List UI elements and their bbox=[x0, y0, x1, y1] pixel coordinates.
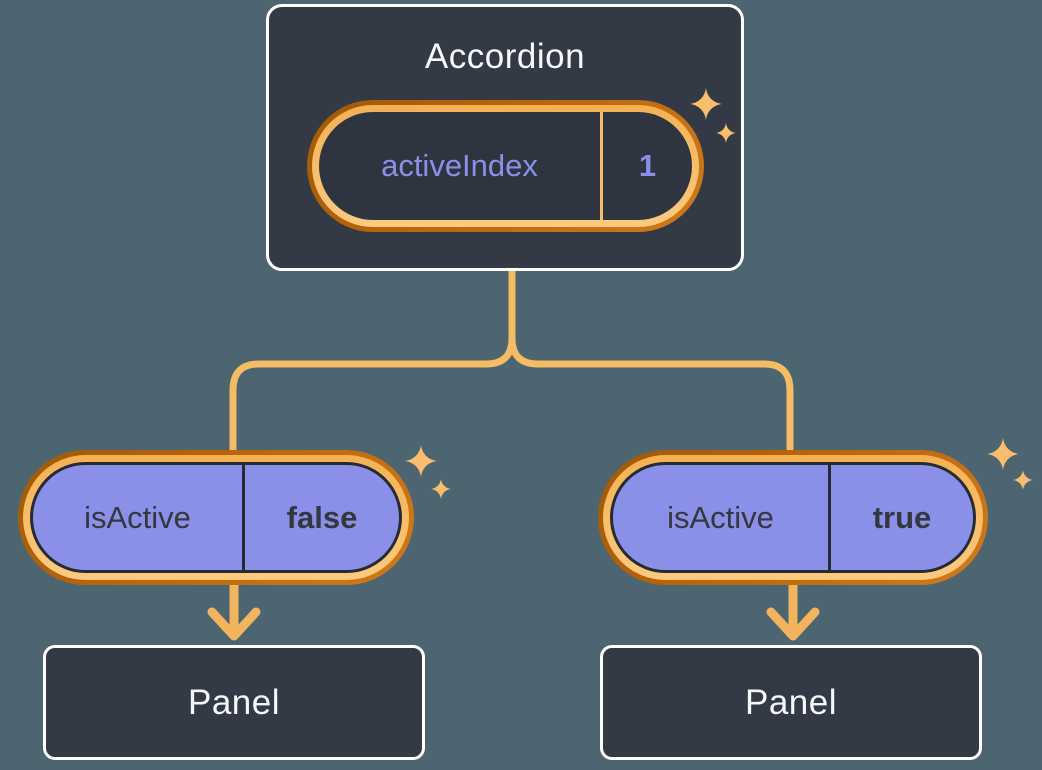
state-value: 1 bbox=[638, 148, 657, 183]
accordion-title: Accordion bbox=[424, 37, 586, 76]
prop-pill-right: isActive true bbox=[598, 450, 988, 585]
prop-pill-glow-ring: isActive false bbox=[23, 455, 409, 580]
prop-name: isActive bbox=[84, 499, 191, 535]
panel-component-box-right: Panel bbox=[600, 645, 982, 760]
connector-left bbox=[229, 271, 516, 462]
state-pill: activeIndex 1 bbox=[307, 100, 704, 232]
prop-name: isActive bbox=[667, 499, 774, 535]
connector-right bbox=[508, 271, 794, 462]
prop-pill-glow-ring: isActive true bbox=[603, 455, 983, 580]
prop-pill-body: isActive true bbox=[610, 462, 976, 573]
arrow-down-icon bbox=[207, 580, 261, 641]
prop-pill-body: isActive false bbox=[30, 462, 402, 573]
panel-title: Panel bbox=[744, 682, 838, 722]
pill-divider bbox=[828, 465, 831, 570]
state-pill-body: activeIndex 1 bbox=[319, 112, 692, 220]
pill-divider bbox=[600, 112, 603, 220]
state-pill-glow-ring: activeIndex 1 bbox=[312, 105, 699, 227]
prop-pill-left: isActive false bbox=[18, 450, 414, 585]
panel-component-box-left: Panel bbox=[43, 645, 425, 760]
state-name: activeIndex bbox=[381, 148, 538, 183]
panel-title: Panel bbox=[187, 682, 281, 722]
pill-divider bbox=[242, 465, 245, 570]
prop-value: false bbox=[286, 499, 358, 535]
arrow-down-icon bbox=[766, 580, 820, 641]
prop-value: true bbox=[872, 499, 932, 535]
